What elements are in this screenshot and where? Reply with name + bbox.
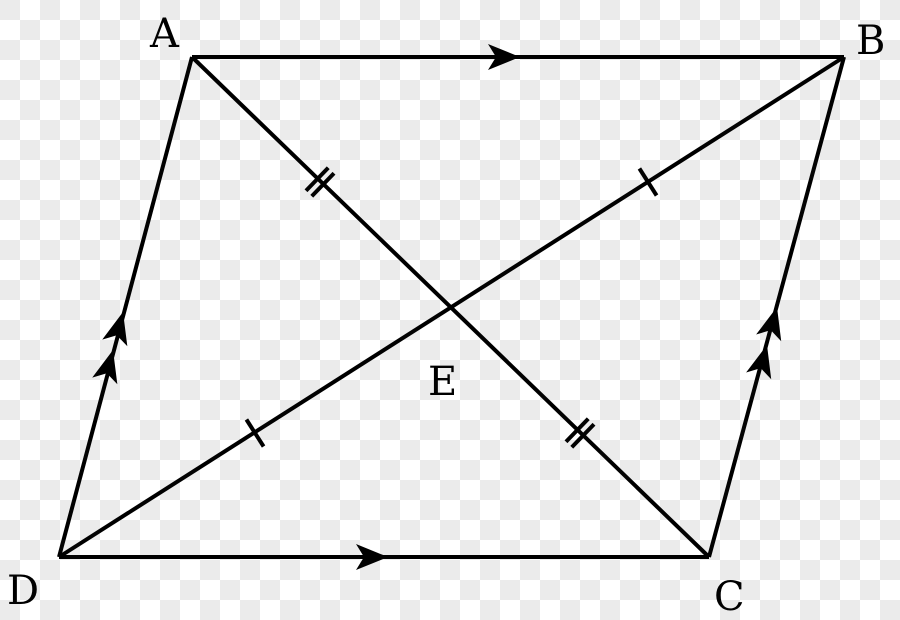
vertex-label-d: D — [7, 568, 39, 614]
double-arrow-cb-icon — [746, 307, 782, 380]
intersection-label-e: E — [428, 359, 457, 405]
arrow-ab-icon — [488, 44, 520, 70]
double-tick-ec-icon — [564, 417, 596, 449]
arrow-dc-icon — [356, 544, 388, 570]
side-bc — [707, 56, 846, 558]
single-tick-eb-icon — [637, 167, 659, 197]
diagonal-db — [57, 55, 846, 559]
vertex-label-b: B — [856, 18, 885, 64]
vertex-label-a: A — [149, 11, 180, 57]
side-da — [57, 56, 194, 558]
single-tick-de-icon — [244, 418, 266, 448]
vertex-label-c: C — [714, 574, 745, 620]
double-tick-ae-icon — [304, 166, 336, 198]
double-arrow-da-icon — [92, 312, 128, 385]
